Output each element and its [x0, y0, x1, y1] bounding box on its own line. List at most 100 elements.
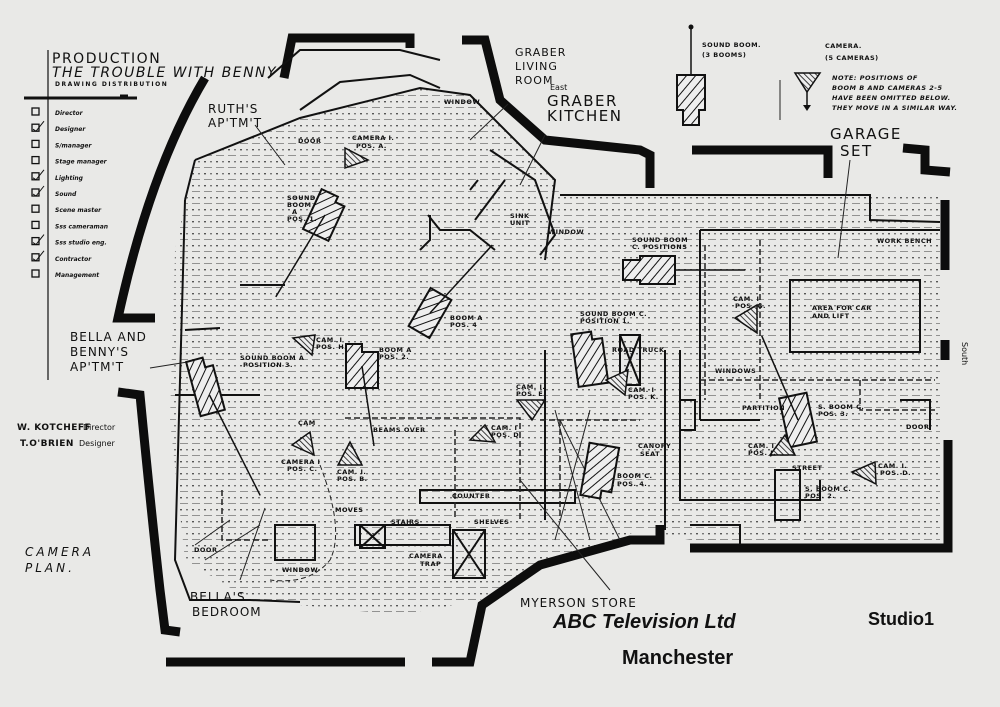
plan-annotation: BEAMS OVER — [373, 426, 426, 434]
checkbox — [31, 204, 40, 213]
director-role: Director — [83, 423, 116, 432]
distribution-item: Scene master — [31, 204, 102, 214]
sound-boom-a-pos-4 — [407, 244, 493, 340]
production-label: PRODUCTION — [52, 51, 161, 67]
plan-annotation: POS. A. — [356, 142, 387, 150]
check-mark-icon — [32, 234, 45, 246]
plan-annotation: WORK BENCH — [877, 237, 932, 245]
distribution-item: Sss cameraman — [31, 220, 108, 230]
plan-annotation: POS. 1. — [287, 215, 317, 223]
sound-boom-a-pos-3 — [184, 356, 261, 496]
plan-annotation: POS. 2. — [805, 492, 835, 500]
plan-annotation: A — [292, 208, 298, 216]
plan-annotation: UNIT — [510, 219, 530, 227]
plan-annotation: POS. 3. — [818, 410, 848, 418]
distribution-item-label: Sss cameraman — [55, 223, 108, 230]
distribution-item: Stage manager — [31, 155, 108, 166]
camera-pos-c — [290, 430, 315, 457]
checkbox — [31, 139, 40, 149]
room-label: AP'TM'T — [70, 360, 124, 374]
plan-annotation: SOUND BOOM A — [240, 354, 304, 362]
distribution-item-label: Director — [55, 110, 84, 117]
plan-annotation: DOOR — [194, 546, 217, 554]
plan-annotation: POS. D — [491, 431, 519, 439]
plan-annotation: SHELVES — [474, 518, 509, 526]
sound-boom-c-pos-4 — [579, 441, 621, 500]
plan-annotation: CAM. I. — [516, 383, 545, 391]
distribution-item: Director — [31, 107, 84, 117]
camera-positions — [290, 146, 877, 486]
camera-pos-g — [733, 303, 758, 335]
checkbox — [31, 269, 40, 278]
city-name: Manchester — [622, 647, 733, 669]
distribution-item: S/manager — [31, 139, 92, 149]
plan-annotation: CAMERA — [409, 552, 443, 560]
room-label: RUTH'S — [208, 102, 258, 116]
sound-boom-c-pos-1 — [570, 330, 610, 388]
distribution-item-label: Contractor — [55, 256, 92, 263]
title-block: PRODUCTION THE TROUBLE WITH BENNY DRAWIN… — [24, 50, 276, 380]
plan-annotation: CAM — [298, 419, 316, 427]
plan-annotation: CAM. I — [316, 336, 342, 344]
legend-symbols — [676, 24, 822, 126]
plan-annotation: SOUND BOOM — [632, 236, 688, 244]
checkbox — [31, 220, 40, 230]
designer-name: T.O'BRIEN — [20, 439, 74, 449]
room-label: GRABER — [515, 46, 566, 59]
plan-annotation: CAM. I — [491, 424, 517, 432]
checkbox — [31, 188, 40, 197]
legend-note: NOTE: POSITIONS OF — [832, 74, 918, 82]
check-mark-icon — [32, 120, 45, 132]
sound-boom-c-pos-3 — [760, 335, 819, 449]
room-label: BELLA AND — [70, 330, 147, 344]
distribution-item: Designer — [31, 120, 86, 133]
sound-boom-c-positions — [622, 255, 745, 285]
legend-boom-label: SOUND BOOM. — [702, 41, 761, 49]
room-label: GRABER — [547, 92, 618, 110]
plan-annotation: CAMERA I — [281, 458, 320, 466]
legend-camera-label: CAMERA. — [825, 42, 862, 50]
room-label: GARAGE — [830, 125, 902, 143]
plan-annotation: DOOR — [298, 137, 321, 145]
plan-annotation: POS. H. — [316, 343, 347, 351]
sound-boom-a-pos-2 — [345, 343, 379, 447]
room-label: ROOM — [515, 74, 553, 87]
plan-annotation: BOOM A — [450, 314, 483, 322]
camera-pos-j — [768, 433, 797, 456]
camera-pos-h — [291, 334, 316, 357]
legend-note: BOOM B AND CAMERAS 2-5 — [832, 84, 943, 92]
plan-annotation: S. BOOM C. — [818, 403, 864, 411]
sound-booms — [184, 187, 819, 500]
plan-annotation: S. BOOM C. — [805, 485, 851, 493]
plan-annotation: CAM. I. — [337, 468, 366, 476]
director-name: W. KOTCHEFF — [17, 423, 91, 433]
sound-boom-a-pos-1 — [275, 187, 346, 298]
plan-annotation: PARTITION — [742, 404, 785, 412]
check-mark-icon — [32, 169, 45, 181]
distribution-item-label: Designer — [55, 126, 86, 133]
company-name: ABC Television Ltd — [552, 611, 736, 633]
room-label: MYERSON STORE — [520, 596, 637, 610]
plan-annotation: ROAD TRUCK — [612, 346, 665, 354]
east-label: East — [550, 83, 567, 92]
camera-pos-k — [604, 368, 629, 397]
plan-annotation: AND LIFT — [812, 312, 850, 320]
distribution-label: DRAWING DISTRIBUTION — [55, 81, 168, 88]
plan-annotation: DOOR — [906, 423, 929, 431]
plan-annotation: CANOPY — [638, 442, 671, 450]
distribution-item: Lighting — [31, 169, 84, 182]
plan-annotation: BOOM — [287, 201, 311, 209]
plan-annotation: POS. C. — [287, 465, 317, 473]
checkbox — [31, 253, 40, 262]
distribution-item-label: Lighting — [55, 175, 84, 182]
plan-annotation: POS. D. — [880, 469, 911, 477]
camera-pos-b — [336, 440, 364, 466]
legend-camera-count: (5 CAMERAS) — [825, 54, 879, 62]
camera-pos-d — [468, 423, 497, 443]
plan-annotation: POS. 4. — [617, 480, 647, 488]
check-mark-icon — [32, 250, 45, 262]
plan-annotation: CAMERA I. — [352, 134, 394, 142]
